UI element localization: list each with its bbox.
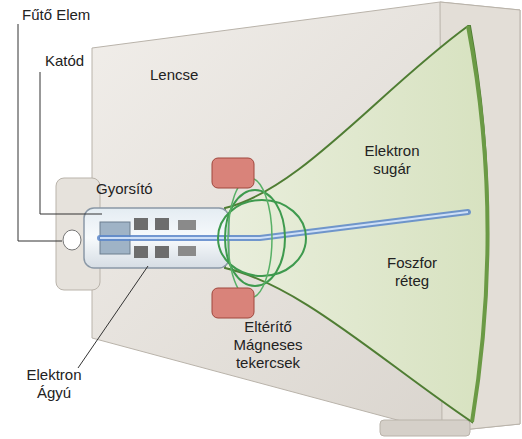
monitor-stand (380, 420, 470, 436)
gun-electrode (178, 220, 196, 230)
coil-label: Eltérítő Mágneses tekercsek (218, 318, 318, 372)
beam-label: Elektron sugár (352, 142, 432, 178)
leader-line (40, 72, 102, 214)
cathode-label: Katód (45, 52, 125, 70)
coil-winding (212, 288, 254, 318)
phosphor-label: Foszfor réteg (372, 254, 452, 290)
leader-line (78, 266, 148, 368)
coil-winding (212, 158, 254, 188)
gun-electrode (155, 218, 169, 230)
accelerator-label: Gyorsító (96, 180, 186, 198)
gun-label: Elektron Ágyú (14, 366, 94, 402)
gun-electrode (134, 246, 148, 258)
lens-label: Lencse (150, 66, 230, 84)
heater-label: Fűtő Elem (22, 6, 132, 24)
gun-electrode (134, 218, 148, 230)
deflection-coil (228, 178, 272, 298)
deflection-coil (218, 200, 306, 276)
gun-electrode (178, 246, 196, 256)
deflection-coil (225, 190, 285, 286)
phosphor-layer (468, 26, 488, 422)
tube-base (63, 230, 81, 250)
gun-electrode (155, 246, 169, 258)
